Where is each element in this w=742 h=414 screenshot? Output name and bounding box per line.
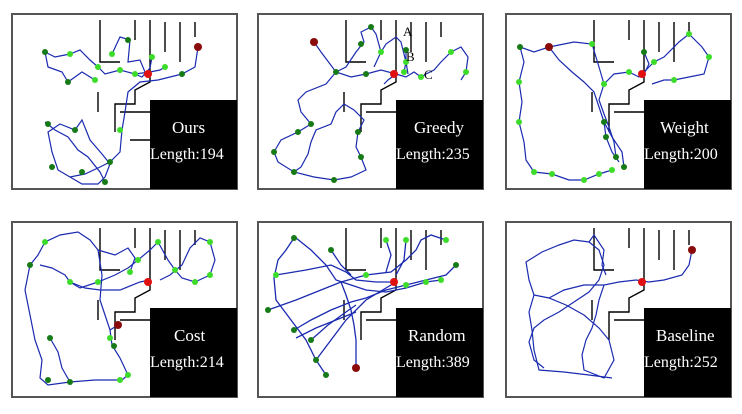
panel-greedy: A B C Greedy Length:235 bbox=[256, 12, 486, 192]
marker-c: C bbox=[424, 67, 433, 82]
waypoints-ours bbox=[42, 37, 202, 185]
label-box-ours: Ours Length:194 bbox=[150, 100, 237, 189]
waypoints-baseline bbox=[638, 246, 696, 286]
path-length: Length:214 bbox=[150, 354, 224, 371]
panel-cost: Cost Length:214 bbox=[10, 220, 240, 400]
method-name: Cost bbox=[174, 326, 206, 345]
label-box-random: Random Length:389 bbox=[396, 308, 483, 397]
panel-random: Random Length:389 bbox=[256, 220, 486, 400]
map-baseline bbox=[505, 221, 732, 398]
waypoints-weight bbox=[516, 31, 712, 183]
method-name: Random bbox=[408, 326, 466, 345]
method-name: Ours bbox=[172, 118, 206, 137]
label-box-weight: Weight Length:200 bbox=[644, 100, 731, 189]
panel-weight: Weight Length:200 bbox=[504, 12, 734, 192]
marker-b: B bbox=[406, 49, 415, 64]
path-length: Length:252 bbox=[644, 354, 718, 371]
panel-ours: Ours Length:194 bbox=[10, 12, 240, 192]
waypoints-greedy bbox=[271, 24, 469, 183]
waypoints-cost bbox=[27, 239, 213, 385]
waypoints-random bbox=[265, 235, 459, 378]
panel-baseline: Baseline Length:252 bbox=[504, 220, 734, 400]
method-name: Greedy bbox=[414, 118, 465, 137]
path-length: Length:389 bbox=[396, 354, 470, 371]
label-box-cost: Cost Length:214 bbox=[150, 308, 237, 397]
method-name: Baseline bbox=[656, 326, 715, 345]
path-length: Length:200 bbox=[644, 146, 718, 163]
label-box-greedy: Greedy Length:235 bbox=[396, 100, 483, 189]
path-length: Length:235 bbox=[396, 146, 470, 163]
marker-a: A bbox=[403, 24, 413, 39]
label-box-baseline: Baseline Length:252 bbox=[644, 308, 731, 397]
path-length: Length:194 bbox=[150, 146, 224, 163]
method-name: Weight bbox=[660, 118, 709, 137]
